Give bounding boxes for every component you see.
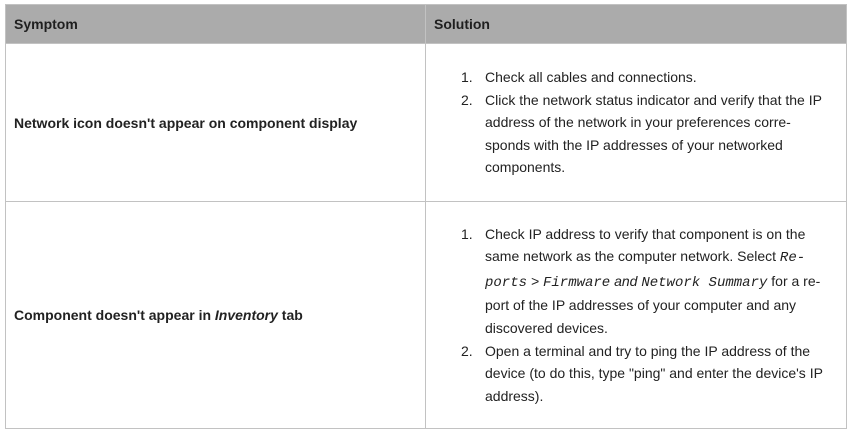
symptom-cell: Network icon doesn't appear on component…	[5, 43, 426, 202]
symptom-text: Network icon doesn't appear on component…	[14, 114, 358, 131]
solution-step: 1. Check IP address to verify that compo…	[461, 223, 846, 340]
menu-path-network: Network	[641, 274, 701, 291]
solution-cell: 1. Check IP address to verify that compo…	[425, 201, 847, 429]
symptom-cell: Component doesn't appear in Inventory ta…	[5, 201, 426, 429]
table-row: Network icon doesn't appear on component…	[5, 43, 847, 202]
solution-step: 1. Check all cables and connections.	[461, 66, 846, 89]
column-header-solution: Solution	[425, 4, 847, 44]
solution-steps: 1. Check all cables and connections. 2. …	[426, 66, 846, 179]
symptom-text-pre: Component doesn't appear in	[14, 307, 215, 323]
symptom-emphasis-inventory: Inventory	[214, 307, 278, 323]
column-header-symptom: Symptom	[5, 4, 426, 44]
solution-steps: 1. Check IP address to verify that compo…	[426, 223, 846, 408]
menu-path-summary: Summary	[700, 274, 768, 291]
troubleshooting-table: Symptom Solution Network icon doesn't ap…	[5, 4, 847, 429]
step-text: Open a terminal and try to ping the IP a…	[485, 342, 823, 404]
solution-cell: 1. Check all cables and connections. 2. …	[425, 43, 847, 202]
step-text: Click the network status indicator and v…	[485, 91, 822, 176]
solution-step: 2. Click the network status indicator an…	[461, 89, 846, 179]
step-number: 1.	[461, 225, 473, 242]
table-row: Component doesn't appear in Inventory ta…	[5, 201, 847, 429]
table-header-row: Symptom Solution	[5, 4, 847, 44]
step-number: 1.	[461, 69, 473, 86]
menu-path-separator: >	[527, 272, 543, 289]
step-text-post: for a re-port of the IP addresses of you…	[485, 272, 821, 336]
step-text: Check all cables and connections.	[485, 69, 697, 86]
menu-path-firmware: Firmware	[542, 274, 611, 291]
step-text-pre: Check IP address to verify that componen…	[485, 225, 806, 265]
solution-step: 2. Open a terminal and try to ping the I…	[461, 340, 846, 408]
symptom-text-post: tab	[277, 307, 303, 323]
menu-path-reports: Re-ports	[485, 250, 806, 291]
step-number: 2.	[461, 91, 473, 108]
step-number: 2.	[461, 342, 473, 359]
menu-path-and: and	[610, 272, 642, 289]
